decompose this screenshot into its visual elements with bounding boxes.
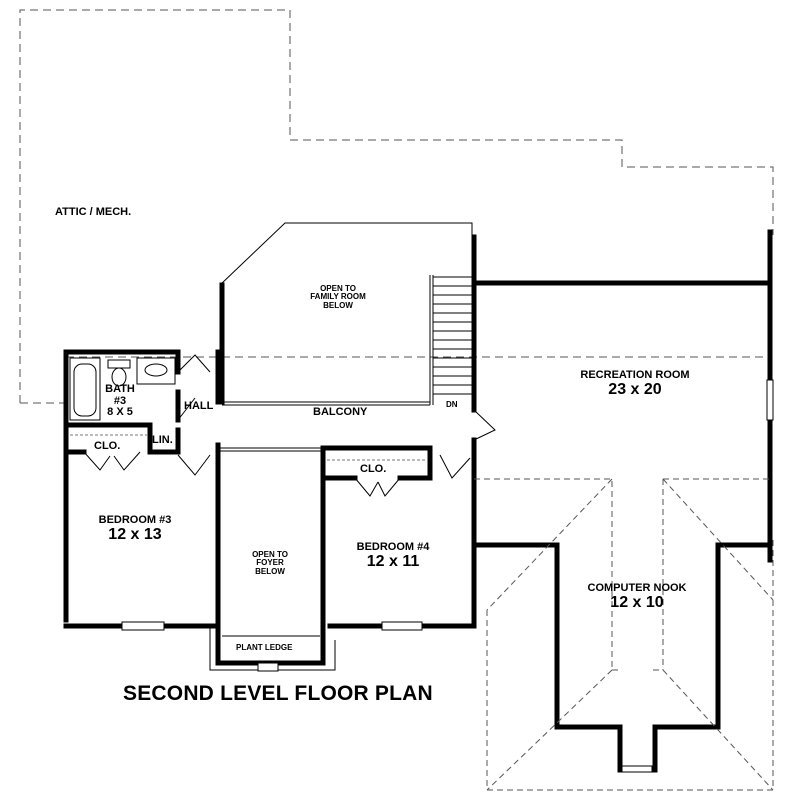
bath-size: 8 X 5 <box>107 406 133 419</box>
closet-shelves <box>70 434 427 461</box>
doors <box>83 354 496 497</box>
plan-title: SECOND LEVEL FLOOR PLAN <box>123 682 433 705</box>
stairs <box>433 276 472 395</box>
recreation-room-label: RECREATION ROOM 23 x 20 <box>560 369 710 398</box>
foyer-open-label: OPEN TO FOYER BELOW <box>240 550 300 576</box>
bedroom3-name: BEDROOM #3 <box>98 514 172 526</box>
bedroom4-size: 12 x 11 <box>366 552 420 570</box>
computer-nook-label: COMPUTER NOOK 12 x 10 <box>572 582 702 611</box>
bedroom3-label: BEDROOM #3 12 x 13 <box>90 514 180 543</box>
attic-label: ATTIC / MECH. <box>55 206 132 218</box>
family-open-line3: BELOW <box>323 300 353 310</box>
hall-label: HALL <box>184 400 214 412</box>
family-open-line1: OPEN TO <box>320 284 356 293</box>
bath-number: #3 <box>113 394 127 407</box>
windows <box>121 379 774 773</box>
family-open-outline <box>219 222 473 286</box>
bedroom3-size: 12 x 13 <box>108 525 162 543</box>
closet3-label: CLO. <box>94 440 121 452</box>
linen-label: LIN. <box>152 434 173 446</box>
balcony-label: BALCONY <box>313 406 368 418</box>
computer-nook-size: 12 x 10 <box>610 593 664 611</box>
foyer-open-line2: FOYER <box>256 558 284 568</box>
plant-ledge-outline <box>209 626 336 672</box>
bath-label: BATH #3 8 X 5 <box>102 383 138 419</box>
bedroom4-name: BEDROOM #4 <box>356 541 430 553</box>
closet4-label: CLO. <box>360 463 387 475</box>
bedroom4-label: BEDROOM #4 12 x 11 <box>348 541 438 570</box>
nook-roof-lines <box>474 478 774 791</box>
recreation-room-name: RECREATION ROOM <box>580 369 690 381</box>
family-open-label: OPEN TO FAMILY ROOM BELOW <box>298 284 378 310</box>
foyer-open-line1: OPEN TO <box>252 550 288 559</box>
attic-outline <box>19 9 774 404</box>
plant-ledge-label: PLANT LEDGE <box>236 643 293 652</box>
stairs-down-label: DN <box>446 400 458 409</box>
balcony-rail <box>218 275 434 452</box>
bath-name: BATH <box>105 383 135 395</box>
walls <box>63 229 773 773</box>
recreation-room-size: 23 x 20 <box>608 380 662 398</box>
family-open-line2: FAMILY ROOM <box>310 292 366 302</box>
bath-fixtures <box>69 357 176 421</box>
foyer-open-line3: BELOW <box>255 566 285 576</box>
computer-nook-name: COMPUTER NOOK <box>587 582 687 594</box>
